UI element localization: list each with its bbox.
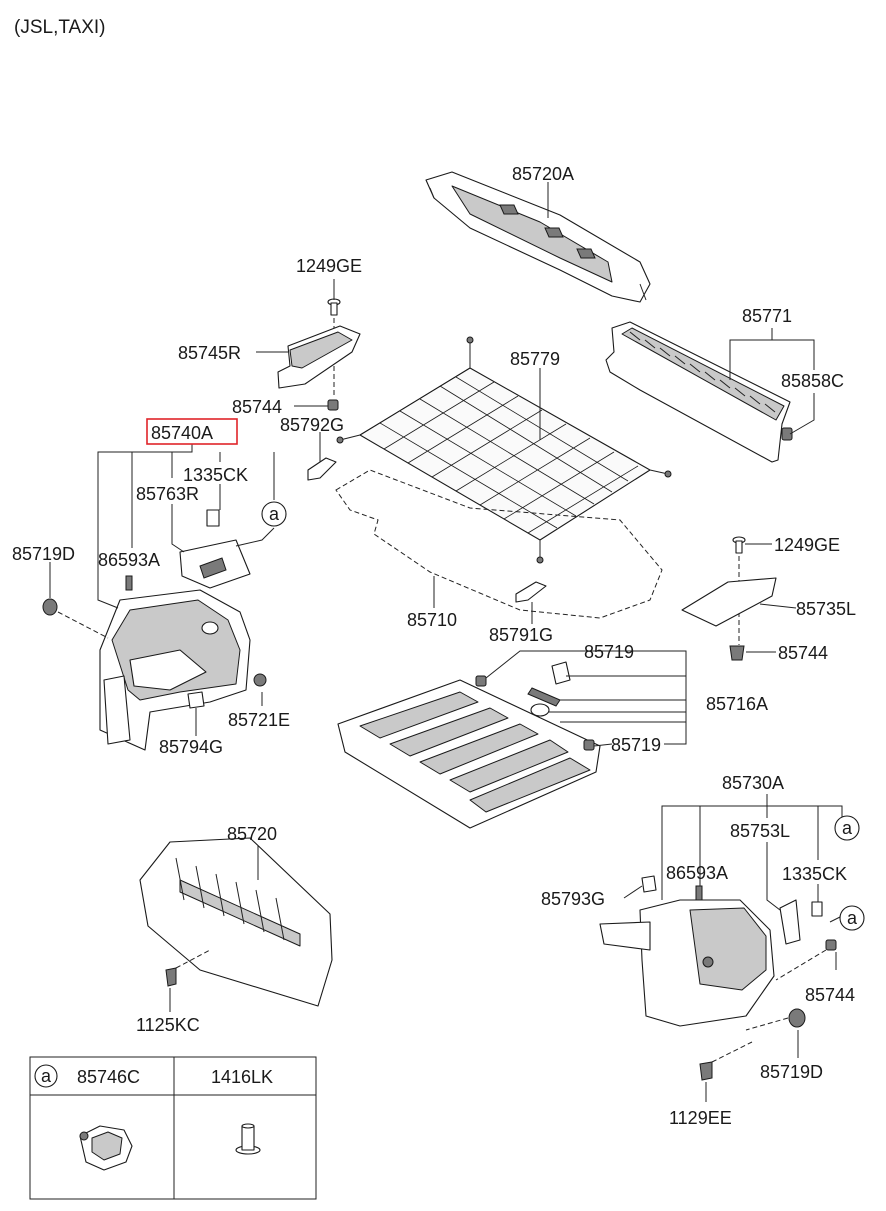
- screw-1129EE: [699, 1041, 753, 1081]
- legend-table: a 85746C 1416LK: [29, 1056, 317, 1200]
- label-85744-right: 85744: [778, 643, 828, 663]
- variant-header: (JSL,TAXI): [14, 17, 106, 38]
- svg-text:a: a: [41, 1066, 52, 1086]
- part-labels: 85720A 1249GE 85745R 85744 85771 85779 8…: [12, 164, 856, 1128]
- clip-1335CK-right: [811, 901, 823, 917]
- label-85858C: 85858C: [781, 371, 844, 391]
- label-85719-b: 85719: [611, 735, 661, 755]
- label-1249GE-top: 1249GE: [296, 256, 362, 276]
- svg-text:a: a: [842, 818, 853, 838]
- label-85740A: 85740A: [151, 423, 213, 443]
- label-85792G: 85792G: [280, 415, 344, 435]
- label-85744-top: 85744: [232, 397, 282, 417]
- legend-pin-1416LK: [235, 1123, 261, 1155]
- label-85753L: 85753L: [730, 821, 790, 841]
- floor-mat-85710: [335, 469, 663, 619]
- bracket-85745R: [277, 325, 361, 389]
- plate-85735L: [681, 577, 777, 627]
- label-85730A: 85730A: [722, 773, 784, 793]
- floor-tray-85716A: [337, 679, 601, 829]
- panel-85720: [139, 837, 333, 1007]
- label-85779: 85779: [510, 349, 560, 369]
- label-86593A-left: 86593A: [98, 550, 160, 570]
- label-85744-bottom: 85744: [805, 985, 855, 1005]
- trim-85771: [605, 321, 793, 463]
- legend-marker: [34, 1064, 58, 1088]
- leader-lines: [49, 182, 843, 1102]
- callout-marker-left: a: [261, 501, 287, 527]
- label-85771: 85771: [742, 306, 792, 326]
- highlight-85740A: [146, 418, 238, 445]
- label-85793G: 85793G: [541, 889, 605, 909]
- bracket-85753L: [779, 899, 801, 945]
- label-1129EE: 1129EE: [669, 1108, 732, 1128]
- fastener-85721E: [253, 673, 267, 687]
- clip-85744-right: [729, 645, 745, 661]
- label-85745R: 85745R: [178, 343, 241, 363]
- label-85794G: 85794G: [159, 737, 223, 757]
- label-85721E: 85721E: [228, 710, 290, 730]
- hook-85791G: [515, 581, 547, 603]
- label-85710: 85710: [407, 610, 457, 630]
- label-85735L: 85735L: [796, 599, 856, 619]
- fastener-85719D-right: [745, 1008, 806, 1031]
- label-85720: 85720: [227, 824, 277, 844]
- callout-marker-right-top: a: [834, 815, 860, 841]
- label-85719D-right: 85719D: [760, 1062, 823, 1082]
- strap-85716A: [527, 661, 571, 717]
- hook-85792G: [307, 457, 337, 481]
- legend-col2: 1416LK: [211, 1067, 273, 1087]
- label-85716A: 85716A: [706, 694, 768, 714]
- label-85719-a: 85719: [584, 642, 634, 662]
- svg-text:a: a: [269, 504, 280, 524]
- label-85719D-left: 85719D: [12, 544, 75, 564]
- cargo-net-85779: [336, 336, 672, 564]
- clip-85793G: [641, 875, 657, 893]
- label-86593A-right: 86593A: [666, 863, 728, 883]
- label-1125KC: 1125KC: [136, 1015, 200, 1035]
- clip-1335CK-left: [206, 509, 220, 527]
- shelf-panel-85720A: [425, 171, 651, 303]
- label-85763R: 85763R: [136, 484, 199, 504]
- pin-86593A-right: [695, 885, 703, 901]
- legend-fastener-85746C: [79, 1125, 133, 1171]
- legend-col1: 85746C: [77, 1067, 140, 1087]
- label-1335CK-left: 1335CK: [183, 465, 248, 485]
- screw-1125KC: [165, 949, 211, 987]
- label-85791G: 85791G: [489, 625, 553, 645]
- clip-85744-bottom: [775, 939, 837, 981]
- bracket-85763R: [179, 539, 251, 589]
- clip-85744-top: [327, 399, 339, 411]
- clips-85719: [475, 675, 595, 751]
- fastener-85719D-left: [42, 598, 109, 639]
- label-1335CK-right: 1335CK: [782, 864, 847, 884]
- side-trim-85740A: [99, 589, 251, 751]
- label-1249GE-right: 1249GE: [774, 535, 840, 555]
- pin-86593A-left: [125, 575, 133, 591]
- svg-text:a: a: [847, 908, 858, 928]
- side-trim-85730A: [599, 899, 775, 1027]
- clip-85794G: [187, 691, 205, 709]
- callout-marker-right-mid: a: [839, 905, 865, 931]
- label-85720A: 85720A: [512, 164, 574, 184]
